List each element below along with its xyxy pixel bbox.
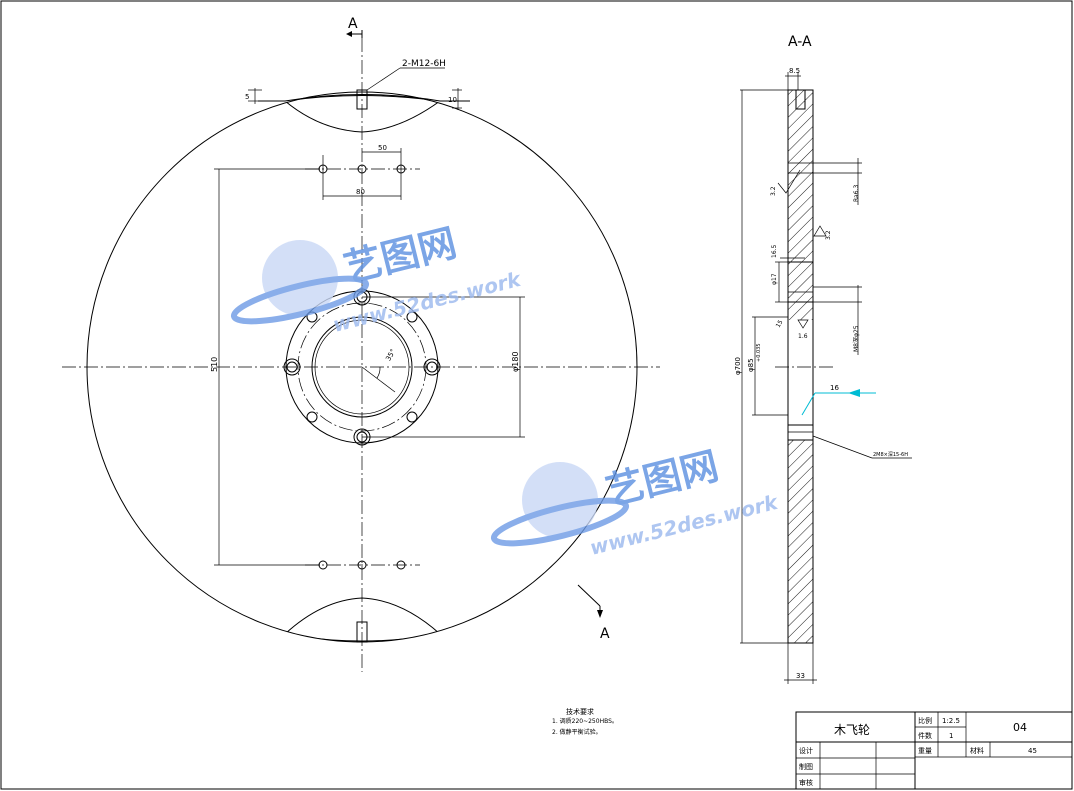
dim-slot-depth: 5 xyxy=(245,93,249,101)
dim-slot-right: 10 xyxy=(448,96,457,104)
dim-hole-span: 80 xyxy=(356,188,365,196)
dim-top-width: 8.5 xyxy=(789,67,800,75)
leader-label: 16 xyxy=(830,384,839,392)
material-value: 45 xyxy=(1028,747,1037,755)
watermark-cn: 艺图网 xyxy=(340,220,461,290)
dim-right-1: Ra6.3 xyxy=(853,185,860,202)
watermark-cn: 艺图网 xyxy=(602,443,723,513)
dim-thread-right: M8深φ25 xyxy=(852,325,860,352)
qty-label: 件数 xyxy=(918,731,932,740)
tech-req-line2: 2. 做静平衡试验。 xyxy=(552,728,602,736)
dim-bore: φ85 xyxy=(747,358,755,372)
title-block: 木飞轮 比例 1:2.5 件数 1 04 重量 材料 45 设计 制图 审核 xyxy=(795,711,1073,790)
watermark-2: 艺图网 www.52des.work xyxy=(490,443,781,560)
qty-value: 1 xyxy=(949,732,953,740)
dim-pcd: φ180 xyxy=(511,351,520,372)
dim-bore-tol: +0.035 xyxy=(756,343,762,362)
dim-hole-spacing: 50 xyxy=(378,144,387,152)
scale-value: 1:2.5 xyxy=(942,717,960,725)
top-section-hatch xyxy=(283,95,442,133)
section-view-title: A-A xyxy=(788,34,812,50)
section-view: A-A 8.5 φ700 φ85 +0.035 xyxy=(734,34,912,684)
bottom-section-hatch xyxy=(283,597,442,642)
leader-note: 2M8×深15-6H xyxy=(873,451,908,458)
section-label-bottom: A xyxy=(600,626,610,642)
drawer-label: 制图 xyxy=(799,762,813,771)
technical-requirements: 技术要求 1. 调质220~250HBS。 2. 做静平衡试验。 xyxy=(552,707,618,736)
watermark-1: 艺图网 www.52des.work xyxy=(230,220,524,337)
tech-req-title: 技术要求 xyxy=(566,707,594,716)
section-label-top: A xyxy=(348,16,358,32)
front-view: 2-M12-6H 5 10 A A 50 80 xyxy=(62,16,660,672)
roughness-3: 1.6 xyxy=(798,333,808,340)
roughness-2: 3.2 xyxy=(825,230,832,240)
dim-cb-dia: φ17 xyxy=(771,273,778,285)
bore-circle xyxy=(311,316,413,418)
dim-cb-width: 16.5 xyxy=(771,244,778,258)
bottom-tapped-hole xyxy=(356,621,368,643)
dim-width: 33 xyxy=(796,672,805,680)
top-tapped-hole xyxy=(356,89,368,110)
thread-note: 2-M12-6H xyxy=(402,59,446,69)
scale-label: 比例 xyxy=(918,716,932,725)
dim-chamfer: 15 xyxy=(775,319,785,329)
weight-label: 重量 xyxy=(918,747,932,755)
part-name: 木飞轮 xyxy=(834,723,870,737)
hole xyxy=(357,164,367,174)
roughness-1: 3.2 xyxy=(770,186,777,196)
dim-angle: 35° xyxy=(384,348,397,363)
tech-req-line1: 1. 调质220~250HBS。 xyxy=(552,717,618,725)
checker-label: 审核 xyxy=(799,778,813,787)
dim-outer: φ700 xyxy=(734,357,742,375)
dim-height: 510 xyxy=(210,357,219,372)
material-label: 材料 xyxy=(970,746,984,755)
designer-label: 设计 xyxy=(799,746,813,755)
bolt-circle xyxy=(297,302,427,432)
drawing-number: 04 xyxy=(1013,721,1027,734)
